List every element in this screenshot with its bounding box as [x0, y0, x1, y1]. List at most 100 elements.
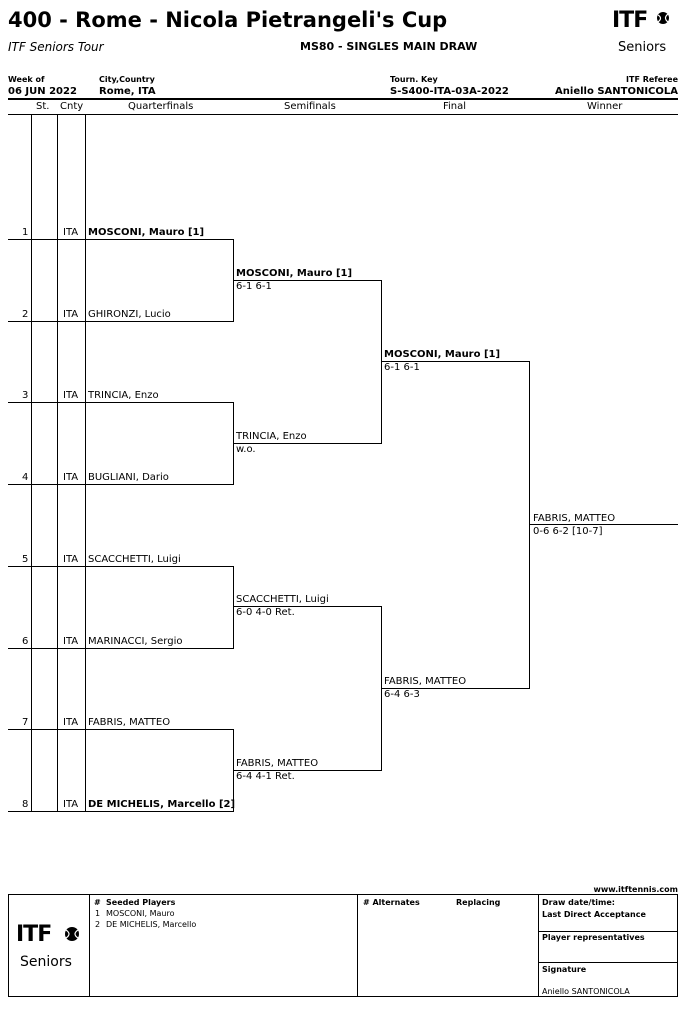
- draw-position: 7: [22, 717, 29, 728]
- draw-player-name: BUGLIANI, Dario: [88, 472, 169, 483]
- sf-connector-1: [381, 280, 382, 444]
- tourn-key-label: Tourn. Key: [390, 75, 438, 84]
- semifinal-score: 6-4 4-1 Ret.: [236, 771, 295, 782]
- draw-line: [8, 729, 234, 730]
- signature-name: Aniello SANTONICOLA: [542, 987, 630, 996]
- tour-name: ITF Seniors Tour: [8, 40, 104, 54]
- reps-label: Player representatives: [542, 933, 645, 942]
- draw-position: 5: [22, 554, 29, 565]
- semifinalist-name: TRINCIA, Enzo: [236, 431, 307, 442]
- qf-connector-2: [233, 402, 234, 484]
- footer-divider-2: [357, 894, 358, 997]
- footer-divider-3: [538, 894, 539, 997]
- semifinal-line: [234, 280, 382, 281]
- semifinal-score: 6-1 6-1: [236, 281, 272, 292]
- footer-divider-4: [538, 931, 678, 932]
- footer-tennis-ball-icon: [65, 927, 79, 941]
- seeded-hash: #: [94, 898, 101, 907]
- footer-box: [8, 894, 678, 997]
- city-label: City,Country: [99, 75, 155, 84]
- city-value: Rome, ITA: [99, 86, 156, 97]
- page-title: 400 - Rome - Nicola Pietrangeli's Cup: [8, 8, 448, 32]
- draw-line: [8, 239, 234, 240]
- winner-name: FABRIS, MATTEO: [533, 513, 616, 524]
- qf-connector-3: [233, 566, 234, 648]
- draw-line: [8, 321, 234, 322]
- draw-line: [8, 811, 234, 812]
- lda-label: Last Direct Acceptance: [542, 910, 646, 919]
- tennis-ball-icon: [657, 12, 669, 24]
- signature-label: Signature: [542, 965, 587, 974]
- seed-player-name: MOSCONI, Mauro: [106, 909, 175, 918]
- sf-connector-2: [381, 606, 382, 770]
- finalist-name: MOSCONI, Mauro [1]: [384, 349, 501, 360]
- footer-logo: ITF Seniors: [14, 922, 84, 974]
- logo-itf-text: ITF: [612, 8, 648, 33]
- draw-line: [8, 484, 234, 485]
- semifinalist-name: MOSCONI, Mauro [1]: [236, 268, 353, 279]
- draw-player-name: MARINACCI, Sergio: [88, 636, 183, 647]
- draw-country: ITA: [63, 472, 79, 483]
- col-cnty: Cnty: [60, 101, 84, 112]
- draw-country: ITA: [63, 799, 79, 810]
- semifinalist-name: FABRIS, MATTEO: [236, 758, 319, 769]
- draw-player-name: MOSCONI, Mauro [1]: [88, 227, 205, 238]
- col-line-st: [31, 114, 32, 811]
- footer-logo-seniors-text: Seniors: [20, 954, 72, 970]
- semifinalist-name: SCACCHETTI, Luigi: [236, 594, 329, 605]
- draw-line: [8, 402, 234, 403]
- draw-position: 1: [22, 227, 29, 238]
- final-line: [382, 361, 530, 362]
- seed-player-name: DE MICHELIS, Marcello: [106, 920, 197, 929]
- referee-value: Aniello SANTONICOLA: [555, 86, 678, 97]
- winner-score: 0-6 6-2 [10-7]: [533, 526, 603, 537]
- semifinal-score: w.o.: [236, 444, 256, 455]
- replacing-title: Replacing: [456, 898, 501, 907]
- draw-date-label: Draw date/time:: [542, 898, 615, 907]
- col-line-name: [85, 114, 86, 811]
- col-semifinals: Semifinals: [284, 101, 336, 112]
- draw-position: 6: [22, 636, 29, 647]
- draw-country: ITA: [63, 227, 79, 238]
- final-score: 6-1 6-1: [384, 362, 420, 373]
- draw-player-name: GHIRONZI, Lucio: [88, 309, 171, 320]
- draw-position: 2: [22, 309, 29, 320]
- draw-country: ITA: [63, 309, 79, 320]
- draw-player-name: DE MICHELIS, Marcello [2]: [88, 799, 236, 810]
- column-header-divider: [8, 114, 678, 115]
- draw-position: 8: [22, 799, 29, 810]
- draw-player-name: SCACCHETTI, Luigi: [88, 554, 181, 565]
- website: www.itftennis.com: [593, 885, 678, 894]
- week-label: Week of: [8, 75, 45, 84]
- col-final: Final: [443, 101, 467, 112]
- final-score: 6-4 6-3: [384, 689, 420, 700]
- winner-line: [530, 524, 678, 525]
- semifinal-score: 6-0 4-0 Ret.: [236, 607, 295, 618]
- footer-divider-1: [89, 894, 90, 997]
- draw-position: 3: [22, 390, 29, 401]
- draw-country: ITA: [63, 390, 79, 401]
- itf-seniors-logo: ITF Seniors: [610, 8, 672, 58]
- seeded-title: Seeded Players: [106, 898, 176, 907]
- footer-logo-itf-text: ITF: [16, 922, 52, 947]
- draw-country: ITA: [63, 717, 79, 728]
- draw-country: ITA: [63, 554, 79, 565]
- semifinal-line: [234, 443, 382, 444]
- semifinal-line: [234, 770, 382, 771]
- event-name: MS80 - SINGLES MAIN DRAW: [300, 40, 478, 53]
- col-quarterfinals: Quarterfinals: [128, 101, 194, 112]
- footer-divider-5: [538, 962, 678, 963]
- semifinal-line: [234, 606, 382, 607]
- col-line-cnty: [57, 114, 58, 811]
- alternates-title: # Alternates: [363, 898, 420, 907]
- finalist-name: FABRIS, MATTEO: [384, 676, 467, 687]
- col-winner: Winner: [587, 101, 623, 112]
- draw-line: [8, 566, 234, 567]
- tourn-key-value: S-S400-ITA-03A-2022: [390, 86, 509, 97]
- logo-seniors-text: Seniors: [618, 40, 667, 55]
- qf-connector-1: [233, 239, 234, 321]
- referee-label: ITF Referee: [626, 75, 678, 84]
- draw-country: ITA: [63, 636, 79, 647]
- final-connector: [529, 361, 530, 688]
- week-value: 06 JUN 2022: [8, 86, 77, 97]
